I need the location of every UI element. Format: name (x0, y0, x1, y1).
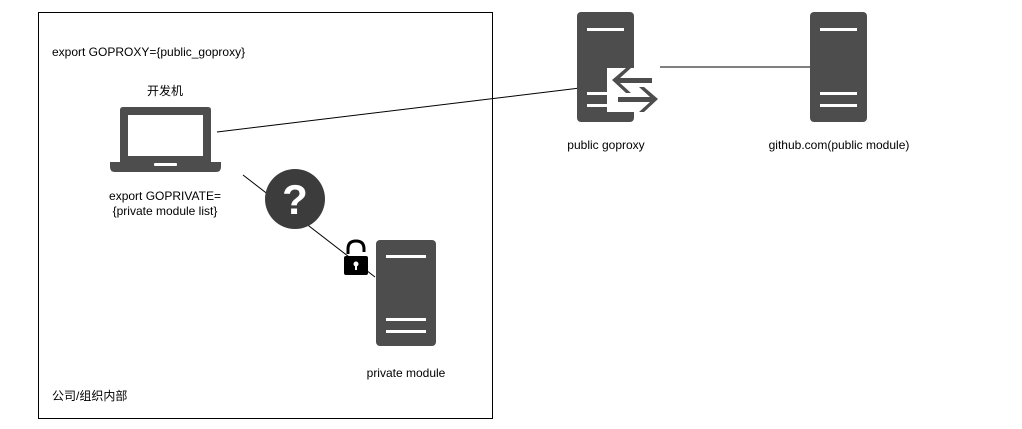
dev-machine-label: 开发机 (146, 84, 183, 98)
question-mark-glyph: ? (282, 176, 308, 223)
question-mark-icon: ? (265, 169, 325, 229)
private-module-server-icon (376, 240, 436, 346)
goproxy-setting-label: export GOPROXY={public_goproxy} (52, 45, 246, 59)
github-server-icon (810, 12, 867, 122)
company-boundary-label: 公司/组织内部 (52, 389, 128, 403)
github-label: github.com(public module) (768, 138, 910, 152)
goprivate-line-1: export GOPRIVATE= (109, 189, 221, 203)
laptop-icon (110, 107, 221, 172)
goprivate-setting-label: export GOPRIVATE= {private module list} (80, 189, 250, 219)
private-module-label: private module (366, 366, 446, 380)
company-boundary-box (38, 12, 493, 419)
padlock-icon (344, 239, 368, 275)
connector-laptop-to-goproxy (216, 87, 581, 133)
public-goproxy-label: public goproxy (567, 138, 645, 152)
goprivate-line-2: {private module list} (112, 204, 218, 218)
proxy-server-icon (577, 12, 662, 122)
